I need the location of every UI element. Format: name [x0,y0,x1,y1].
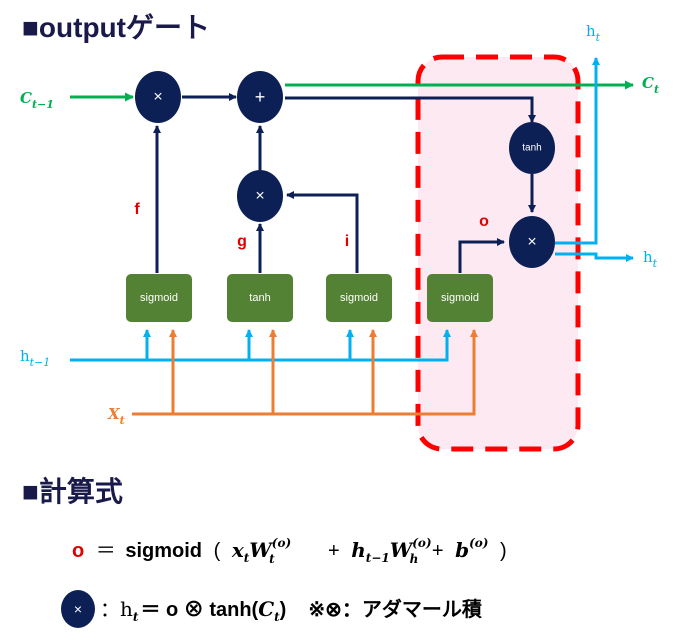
h-top-arrow [555,57,600,245]
c-prev-label: Ct−1 [20,89,54,111]
x-bus [132,329,478,416]
legend-multiply-symbol: × [61,590,95,628]
formula-heading: ■計算式 [22,475,123,507]
h-prev-label: ht−1 [20,347,50,369]
h-right-arrow [555,252,634,262]
output-sigmoid-box: sigmoid [427,274,493,322]
gate-label-o: o [479,213,489,230]
legend-text: ：ht＝ o ⊗ tanh(Ct)※⊗：アダマール積 [100,597,483,624]
svg-text:sigmoid: sigmoid [441,292,479,304]
add-to-tanh-arrow [285,96,536,123]
svg-text:×: × [527,234,536,251]
output-multiply-node: × [509,216,555,268]
tanh-node: tanh [509,122,555,174]
svg-text:tanh: tanh [522,143,541,154]
tanh-box: tanh [227,274,293,322]
input-to-gmult-arrow [286,191,359,273]
output-to-mult-arrow [458,238,505,273]
svg-text:sigmoid: sigmoid [340,292,378,304]
forget-multiply-node: × [135,71,181,123]
gate-label-i: i [345,233,349,250]
svg-text:sigmoid: sigmoid [140,292,178,304]
svg-text:tanh: tanh [249,292,270,304]
gate-label-f: f [134,201,140,218]
h-top-label: ht [586,22,601,44]
formula-rest: + ht−1W(o)h + b(o) ) [328,530,507,568]
svg-text:+: + [255,87,266,107]
diagram-title: ■outputゲート [22,12,210,43]
cell-add-node: + [237,71,283,123]
input-multiply-node: × [237,170,283,222]
input-sigmoid-box: sigmoid [326,274,392,322]
output-gate-highlight [415,54,581,452]
gate-label-g: g [237,233,247,250]
svg-text:×: × [74,601,82,617]
output-gate-formula: o ＝ sigmoid ( xtW(o)t [72,536,291,566]
c-out-label: Ct [642,74,659,96]
forget-sigmoid-box: sigmoid [126,274,192,322]
x-label: Xt [107,405,125,427]
svg-text:×: × [255,188,264,205]
svg-text:×: × [153,89,162,106]
h-right-label: ht [643,248,658,270]
h-prev-bus [70,329,451,362]
